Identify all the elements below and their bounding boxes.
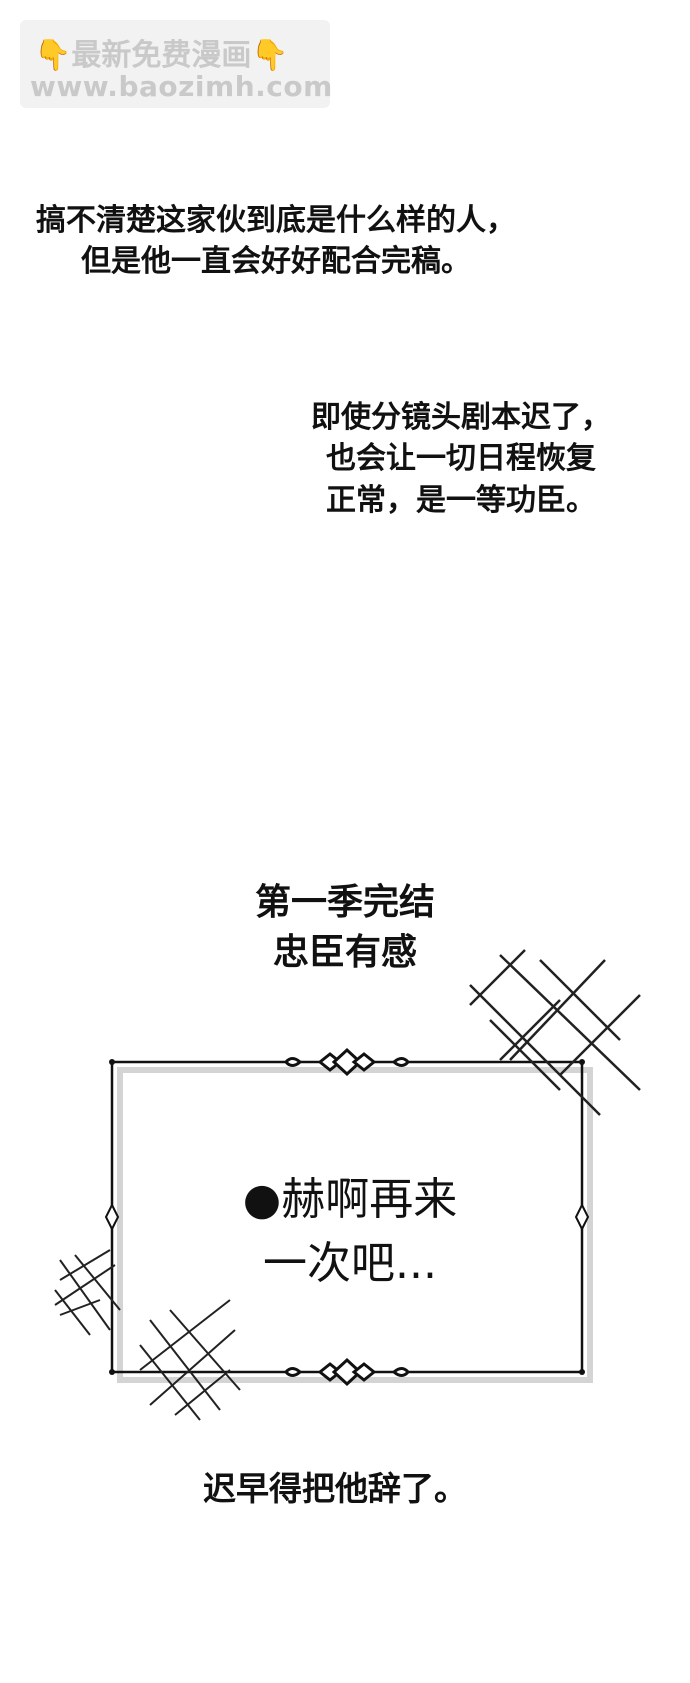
bottom-ornament: [284, 1357, 410, 1387]
watermark-badge: 👇最新免费漫画👇 www.baozimh.com: [20, 20, 333, 108]
watermark-title: 👇最新免费漫画👇: [34, 38, 289, 73]
top-ornament: [284, 1047, 410, 1077]
closing-line: 迟早得把他辞了。: [203, 1469, 467, 1508]
watermark-url: www.baozimh.com: [30, 70, 333, 103]
sparkle-left: [54, 1249, 121, 1336]
sparkle-bottom: [139, 1299, 241, 1421]
frame-text: ●赫啊再来 一次吧...: [242, 1174, 458, 1289]
sparkle-large: [469, 949, 641, 1116]
season-title: 第一季完结 忠臣有感: [254, 882, 435, 974]
caption-1: 搞不清楚这家伙到底是什么样的人， 但是他一直会好好配合完稿。: [36, 203, 516, 280]
side-ornaments: [104, 1202, 590, 1232]
caption-2: 即使分镜头剧本迟了， 也会让一切日程恢复 正常，是一等功臣。: [311, 400, 611, 518]
